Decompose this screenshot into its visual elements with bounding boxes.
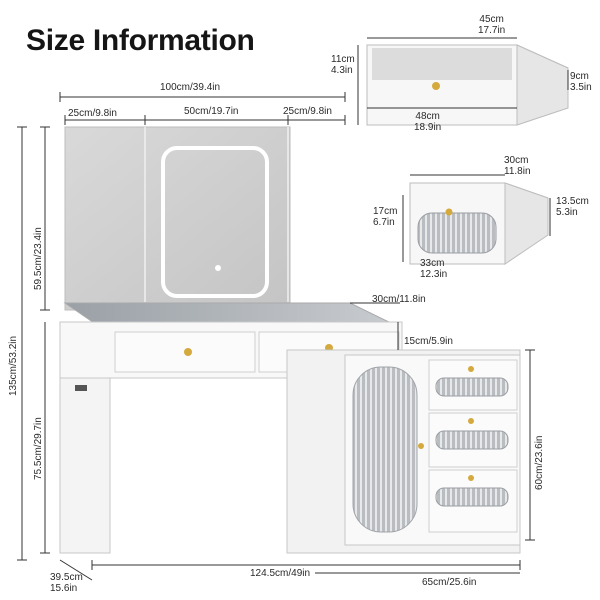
desk-height-label: 75.5cm/29.7in — [33, 417, 44, 480]
big-drawer-width-cm: 45cm — [479, 14, 504, 25]
big-drawer-depth-cm: 48cm — [415, 111, 440, 122]
big-drawer-depth-label: 48cm 18.9in — [414, 111, 441, 133]
big-drawer-height-in: 4.3in — [331, 65, 353, 76]
small-drawer-width-in: 11.8in — [504, 166, 531, 177]
bottom-depth-label: 39.5cm 15.6in — [50, 572, 83, 594]
small-drawer-side-label: 13.5cm 5.3in — [556, 196, 589, 218]
cabinet-height-label: 60cm/23.6in — [534, 435, 545, 490]
page-title: Size Information — [26, 24, 255, 57]
big-drawer-height-label: 11cm 4.3in — [331, 54, 355, 76]
big-drawer-height-cm: 11cm — [331, 54, 355, 65]
top-left-panel-label: 25cm/9.8in — [68, 108, 117, 119]
big-drawer-width-label: 45cm 17.7in — [478, 14, 505, 36]
small-drawer-depth-in: 12.3in — [420, 269, 448, 280]
total-length-label: 124.5cm/49in — [250, 568, 311, 579]
small-drawer-height-in: 6.7in — [373, 217, 395, 228]
small-drawer-width-label: 30cm 11.8in — [504, 155, 531, 177]
top-total-width-label: 100cm/39.4in — [160, 82, 221, 93]
small-drawer-height-cm: 17cm — [373, 206, 398, 217]
small-drawer-side-cm: 13.5cm — [556, 196, 589, 207]
side-cabinet-offset-label: 15cm/5.9in — [404, 336, 453, 347]
bottom-depth-cm: 39.5cm — [50, 572, 83, 583]
cabinet-width-label: 65cm/25.6in — [422, 577, 477, 588]
small-drawer-illustration — [409, 182, 549, 265]
small-drawer-depth-cm: 33cm — [420, 258, 445, 269]
big-drawer-depth-in: 18.9in — [414, 122, 442, 133]
small-drawer-depth-label: 33cm 12.3in — [420, 258, 447, 280]
top-center-panel-label: 50cm/19.7in — [184, 106, 239, 117]
bottom-depth-in: 15.6in — [50, 583, 78, 594]
small-drawer-width-cm: 30cm — [504, 155, 529, 166]
total-height-label: 135cm/53.2in — [8, 335, 19, 396]
small-drawer-side-in: 5.3in — [556, 207, 578, 218]
big-drawer-illustration — [366, 44, 569, 126]
big-drawer-side-label: 9cm 3.5in — [570, 71, 592, 93]
small-drawer-height-label: 17cm 6.7in — [373, 206, 397, 228]
desk-depth-top-label: 30cm/11.8in — [372, 294, 426, 305]
top-right-panel-label: 25cm/9.8in — [283, 106, 332, 117]
mirror-height-label: 59.5cm/23.4in — [33, 227, 44, 290]
big-drawer-width-in: 17.7in — [478, 25, 506, 36]
big-drawer-side-cm: 9cm — [570, 71, 589, 82]
big-drawer-side-in: 3.5in — [570, 82, 592, 93]
